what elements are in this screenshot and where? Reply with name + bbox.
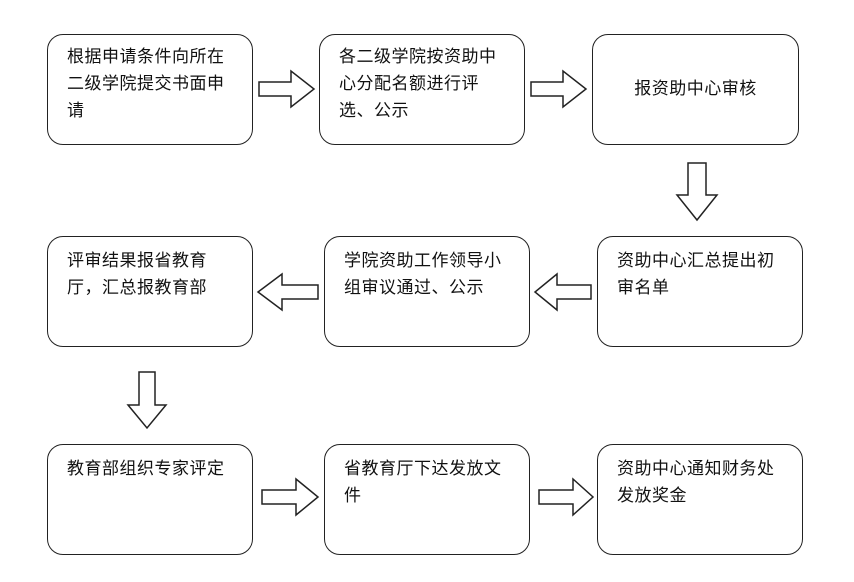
arrow-step1-to-step2	[258, 69, 316, 109]
step-9-box: 资助中心通知财务处发放奖金	[597, 444, 803, 555]
arrow-step4-to-step5	[533, 272, 592, 312]
step-4-text: 资助中心汇总提出初审名单	[617, 251, 775, 298]
step-4-box: 资助中心汇总提出初审名单	[597, 236, 803, 347]
step-2-box: 各二级学院按资助中心分配名额进行评选、公示	[319, 34, 525, 145]
arrow-step3-to-step4	[675, 162, 719, 222]
step-8-box: 省教育厅下达发放文件	[324, 444, 530, 555]
step-3-box: 报资助中心审核	[592, 34, 799, 145]
step-7-box: 教育部组织专家评定	[47, 444, 253, 555]
step-1-box: 根据申请条件向所在二级学院提交书面申请	[47, 34, 253, 145]
step-9-text: 资助中心通知财务处发放奖金	[617, 459, 775, 506]
step-6-box: 评审结果报省教育厅，汇总报教育部	[47, 236, 253, 347]
step-7-text: 教育部组织专家评定	[67, 459, 225, 479]
arrow-step8-to-step9	[538, 477, 595, 517]
step-3-text: 报资助中心审核	[634, 79, 757, 99]
step-2-text: 各二级学院按资助中心分配名额进行评选、公示	[339, 47, 497, 121]
arrow-step2-to-step3	[530, 69, 588, 109]
step-8-text: 省教育厅下达发放文件	[344, 459, 502, 506]
step-1-text: 根据申请条件向所在二级学院提交书面申请	[67, 47, 225, 121]
arrow-step5-to-step6	[256, 272, 319, 312]
step-5-text: 学院资助工作领导小组审议通过、公示	[344, 251, 502, 298]
arrow-step6-to-step7	[126, 371, 168, 430]
arrow-step7-to-step8	[261, 477, 320, 517]
step-5-box: 学院资助工作领导小组审议通过、公示	[324, 236, 530, 347]
step-6-text: 评审结果报省教育厅，汇总报教育部	[67, 251, 207, 298]
